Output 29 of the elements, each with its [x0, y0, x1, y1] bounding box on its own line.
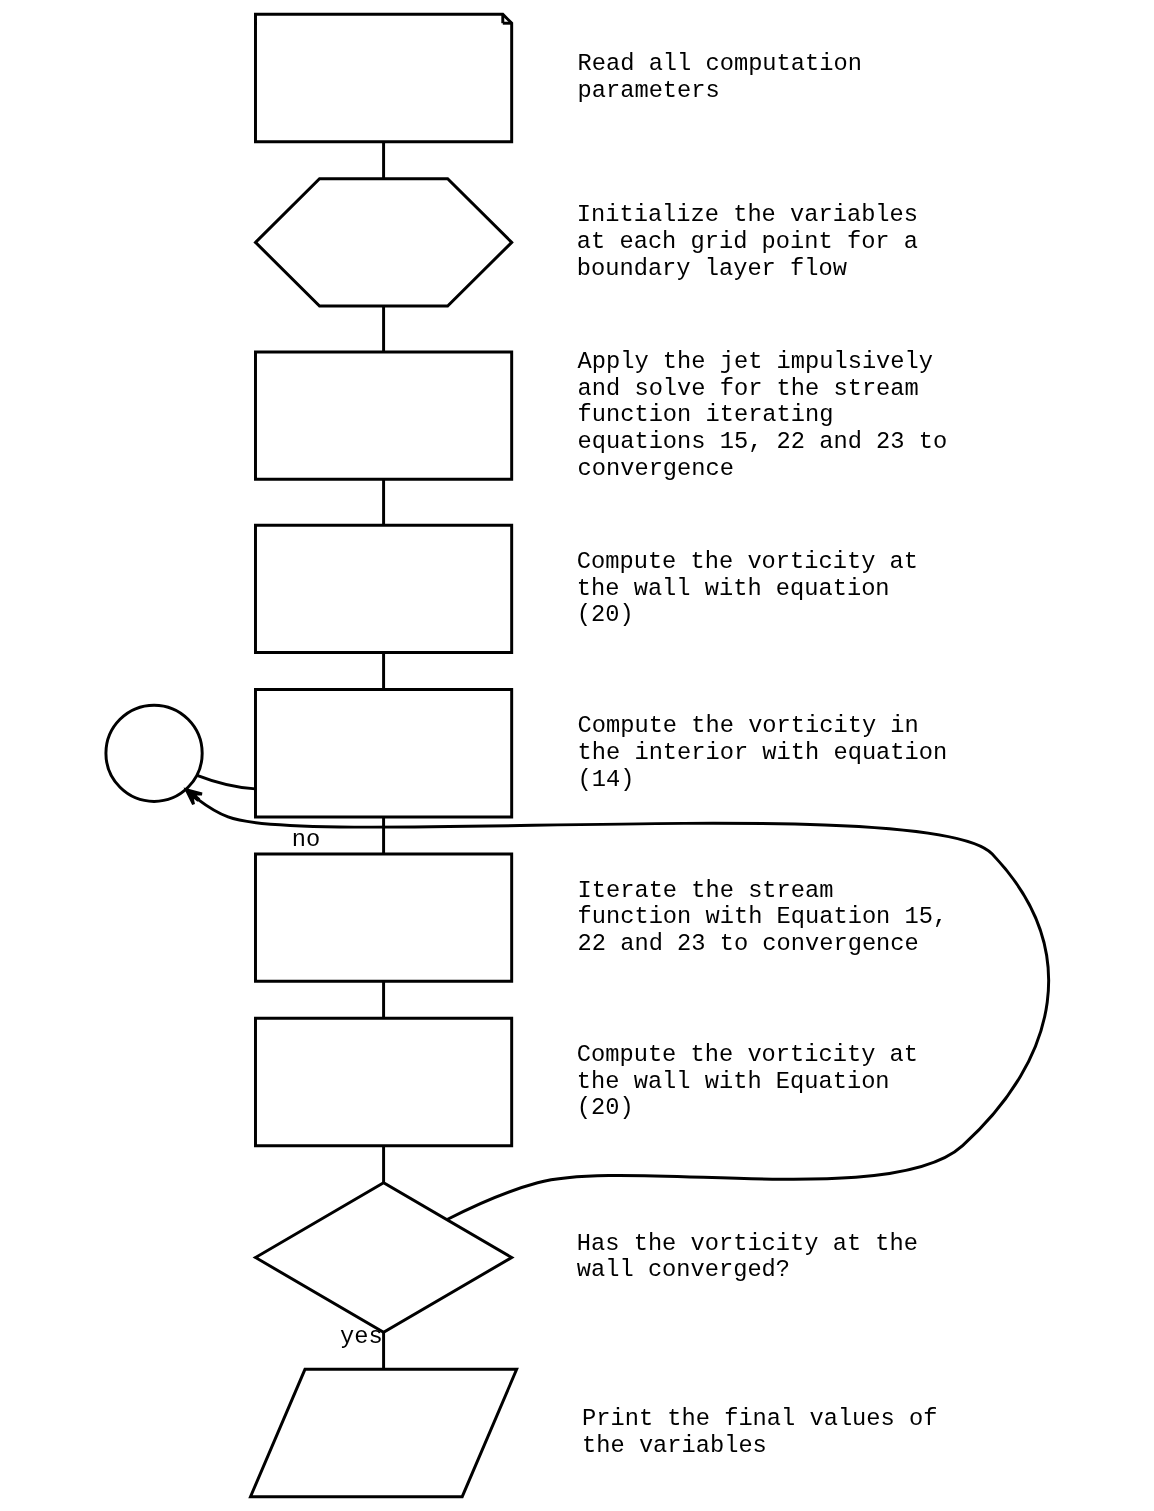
- node-label: Initialize the variables at each grid point for a boundary layer flow: [576, 201, 918, 282]
- node-label: Read all computation parameters: [577, 50, 862, 104]
- node-label: Compute the vorticity at the wall with equation (20): [576, 547, 918, 629]
- connector: [381, 306, 385, 352]
- node-label: Compute the vorticity in the interior with equation (14): [577, 712, 947, 793]
- node-box: [253, 523, 513, 655]
- node-label: Has the vorticity at the wall converged?: [576, 1229, 918, 1284]
- node-box: [253, 688, 513, 819]
- node-box: [253, 350, 513, 481]
- connector: [196, 773, 255, 791]
- edge-label: yes: [339, 1323, 383, 1351]
- node-label: Print the final values of the variables: [581, 1405, 937, 1459]
- edge-label: no: [291, 825, 320, 853]
- node-label: Iterate the stream function with Equation 15, 22 and 23 to convergence: [577, 876, 947, 957]
- node-box: [253, 1016, 513, 1148]
- node-label: Compute the vorticity at the wall with Equation (20): [576, 1041, 918, 1122]
- connector: [381, 981, 385, 1019]
- connector: [381, 817, 385, 854]
- connector: [381, 1145, 385, 1183]
- node-parallelogram: [247, 1367, 519, 1499]
- node-box: [253, 852, 513, 983]
- connector: [381, 479, 385, 525]
- node-circle: [103, 703, 204, 803]
- connector: [381, 652, 385, 690]
- node-label: Apply the jet impulsively and solve for the stream function iterating equations 15, 22 and 23 to convergence: [577, 347, 947, 482]
- node-hexagon: [252, 177, 514, 308]
- connector: [381, 1332, 385, 1369]
- connector: [381, 141, 385, 179]
- arrow: [184, 788, 1050, 1221]
